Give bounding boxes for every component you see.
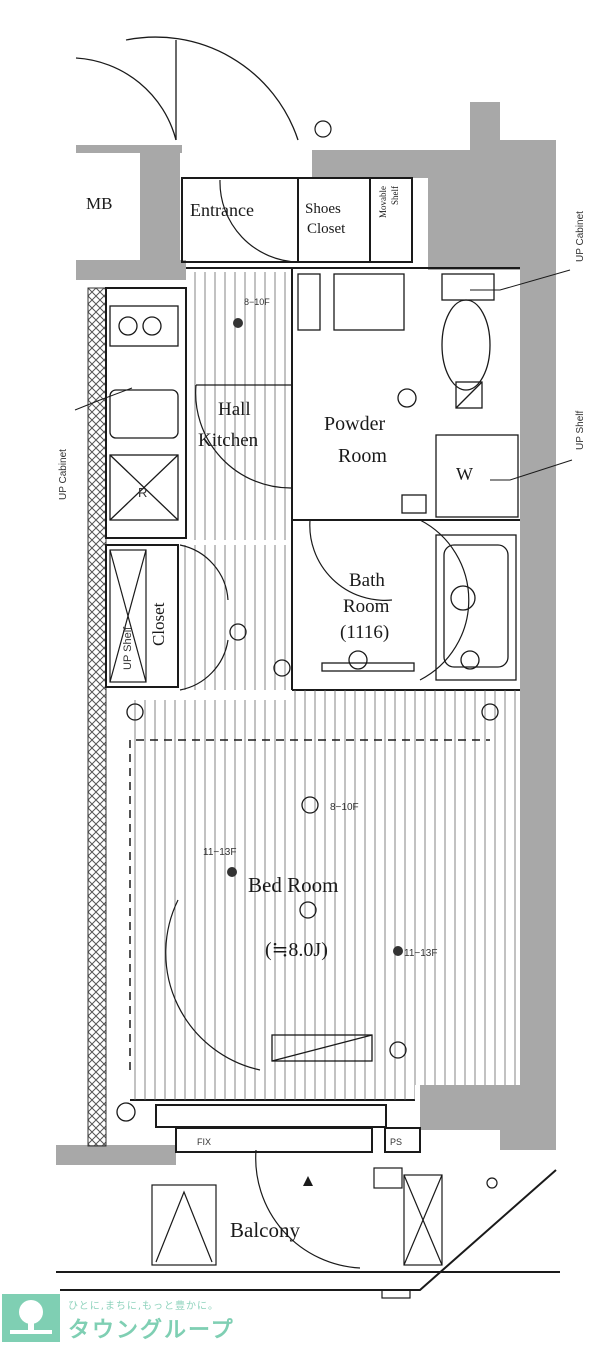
mb-label: MB	[86, 194, 112, 213]
bathtub	[321, 534, 517, 681]
hatched-wall	[87, 287, 107, 1147]
brand-name: タウングループ	[68, 1318, 235, 1343]
fixture-label-1: 8−10F	[330, 802, 359, 813]
bed-room-size-label: (≒8.0J)	[265, 939, 328, 961]
shoes-closet-label-1: Shoes	[305, 201, 341, 217]
callout-lines	[74, 269, 573, 481]
fixture-label-4: 8−10F	[244, 297, 270, 307]
brand-tagline: ひとに,まちに,もっと豊かに。	[68, 1301, 220, 1312]
balcony-label: Balcony	[230, 1218, 300, 1242]
bath-room-label-1: Bath	[349, 570, 385, 591]
bath-room-label-2: Room	[343, 596, 390, 617]
powder-room-label-1: Powder	[324, 413, 385, 435]
door-arcs	[165, 179, 470, 1269]
bedroom-fixtures	[116, 623, 499, 1122]
powder-room-fixtures	[297, 273, 519, 518]
fixture-label-3: 11−13F	[404, 948, 437, 959]
up-shelf-right-label: UP Shelf	[575, 410, 586, 450]
bed-room-label: Bed Room	[248, 873, 338, 897]
entry-door-arcs	[75, 36, 299, 141]
hall-kitchen-label-2: Kitchen	[198, 430, 259, 451]
up-cabinet-left-label: UP Cabinet	[58, 449, 69, 500]
flooring	[130, 272, 520, 1100]
brand-logo-icon	[2, 1294, 60, 1342]
arrow-marker	[303, 1176, 313, 1186]
r-label: R	[138, 485, 147, 500]
hall-kitchen-label-1: Hall	[218, 399, 251, 420]
bath-room-label-3: (1116)	[340, 622, 389, 643]
movable-shelf-label-2: Shelf	[390, 186, 400, 205]
bed-dashed-outline	[129, 739, 490, 1070]
fixture-dots	[227, 120, 403, 956]
powder-room-label-2: Room	[338, 445, 387, 467]
movable-shelf-label-1: Movable	[378, 186, 388, 218]
shoes-closet-label-2: Closet	[307, 221, 346, 237]
closet-shelf	[109, 549, 147, 683]
entrance-label: Entrance	[190, 200, 254, 220]
balcony-fixtures	[151, 1167, 498, 1299]
up-shelf-closet-label: UP Shelf	[122, 626, 134, 670]
closet-label: Closet	[149, 602, 168, 646]
kitchen-fixtures	[109, 305, 179, 521]
washer-label: W	[456, 464, 473, 484]
fixture-label-2: 11−13F	[203, 847, 236, 858]
structural-walls	[56, 102, 556, 1165]
fix-label: FIX	[197, 1137, 211, 1147]
ps-label: PS	[390, 1137, 402, 1147]
up-cabinet-right-label: UP Cabinet	[575, 211, 586, 262]
